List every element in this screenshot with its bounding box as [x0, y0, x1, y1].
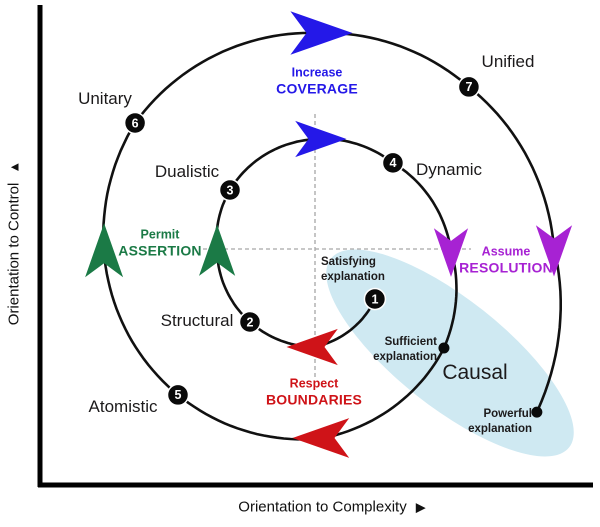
permit-assertion-outer-arrow: [85, 223, 124, 278]
assume-resolution-outer-arrow: [535, 225, 573, 277]
increase-coverage-inner-arrow: [295, 120, 347, 158]
dynamic-point-number: 4: [389, 156, 396, 170]
permit-assertion-inner-arrow: [199, 224, 236, 276]
dualistic-point: [218, 178, 242, 202]
structural-point: [238, 310, 262, 334]
atomistic-point-number: 5: [175, 388, 182, 402]
unitary-point-number: 6: [132, 116, 139, 130]
structural-point-number: 2: [247, 315, 254, 329]
explanation-highlight-ellipse: [326, 249, 574, 457]
increase-coverage-outer-arrow: [290, 11, 353, 55]
unitary-point: [123, 111, 147, 135]
powerful-point: [531, 406, 543, 418]
dynamic-point: [381, 151, 405, 175]
sufficient-point: [438, 342, 450, 354]
satisfying-point-number: 1: [371, 292, 378, 306]
dualistic-point-number: 3: [227, 183, 234, 197]
unified-point: [457, 75, 481, 99]
unified-point-number: 7: [465, 80, 472, 94]
atomistic-point: [166, 383, 190, 407]
respect-boundaries-inner-arrow: [286, 328, 338, 366]
assume-resolution-inner-arrow: [433, 228, 469, 277]
respect-boundaries-outer-arrow: [292, 418, 350, 458]
satisfying-point: [363, 287, 387, 311]
